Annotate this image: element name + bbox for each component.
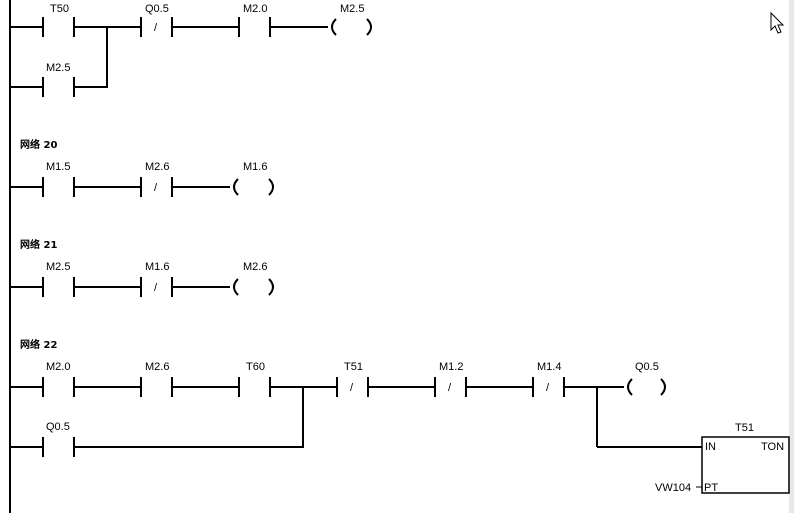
coil-address: Q0.5: [635, 361, 659, 373]
timer-type: TON: [761, 441, 784, 453]
coil-address: M1.6: [243, 161, 267, 173]
contact-address: T60: [246, 361, 265, 373]
coil-address: M2.5: [340, 3, 364, 15]
nc-slash: /: [154, 22, 158, 34]
timer-t51-ton[interactable]: T51 IN TON PT VW104: [655, 422, 790, 494]
network-20: 网络 20 M1.5 / M2.6 M1.6: [10, 138, 274, 197]
contact-m2-6-nc[interactable]: / M2.6: [140, 161, 173, 197]
contact-address: M1.6: [145, 261, 169, 273]
contact-m2-5-branch[interactable]: M2.5: [42, 62, 75, 97]
nc-slash: /: [154, 282, 158, 294]
coil-m1-6[interactable]: M1.6: [233, 161, 274, 196]
contact-m2-0[interactable]: M2.0: [42, 361, 75, 397]
contact-m1-5[interactable]: M1.5: [42, 161, 75, 197]
editor-right-edge[interactable]: [789, 0, 794, 513]
contact-address: M1.2: [439, 361, 463, 373]
contact-address: M2.5: [46, 62, 70, 74]
contact-address: T51: [344, 361, 363, 373]
contact-address: Q0.5: [145, 3, 169, 15]
timer-preset-value[interactable]: VW104: [655, 482, 691, 494]
contact-address: M1.4: [537, 361, 561, 373]
contact-address: M2.0: [46, 361, 70, 373]
contact-address: M2.6: [145, 161, 169, 173]
contact-t60[interactable]: T60: [238, 361, 271, 397]
network-19: T50 M2.5 / Q0.5 M2.0 M2.5: [10, 3, 372, 97]
coil-q0-5[interactable]: Q0.5: [627, 361, 666, 396]
contact-m2-0[interactable]: M2.0: [238, 3, 271, 37]
network-22: 网络 22 M2.0 M2.6 T60: [10, 338, 790, 494]
network-21: 网络 21 M2.5 / M1.6 M2.6: [10, 238, 274, 297]
nc-slash: /: [546, 382, 550, 394]
arrow-cursor-icon: [770, 11, 785, 34]
contact-address: M2.5: [46, 261, 70, 273]
contact-address: M1.5: [46, 161, 70, 173]
network-title: 网络 22: [20, 338, 57, 351]
contact-address: T50: [50, 3, 69, 15]
contact-m2-6[interactable]: M2.6: [140, 361, 173, 397]
contact-m1-4-nc[interactable]: / M1.4: [532, 361, 565, 397]
nc-slash: /: [350, 382, 354, 394]
timer-in-label: IN: [705, 441, 716, 453]
coil-m2-5[interactable]: M2.5: [331, 3, 372, 36]
contact-m1-2-nc[interactable]: / M1.2: [434, 361, 467, 397]
coil-m2-6[interactable]: M2.6: [233, 261, 274, 296]
nc-slash: /: [154, 182, 158, 194]
contact-m2-5[interactable]: M2.5: [42, 261, 75, 297]
contact-t50[interactable]: T50: [42, 3, 75, 37]
contact-t51-nc[interactable]: / T51: [336, 361, 369, 397]
network-title: 网络 21: [20, 238, 57, 251]
nc-slash: /: [448, 382, 452, 394]
contact-q0-5-nc[interactable]: / Q0.5: [140, 3, 173, 37]
coil-address: M2.6: [243, 261, 267, 273]
contact-m1-6-nc[interactable]: / M1.6: [140, 261, 173, 297]
contact-q0-5-branch[interactable]: Q0.5: [42, 421, 75, 457]
timer-pt-label: PT: [704, 482, 718, 494]
contact-address: M2.0: [243, 3, 267, 15]
contact-address: Q0.5: [46, 421, 70, 433]
timer-name: T51: [735, 422, 754, 434]
contact-address: M2.6: [145, 361, 169, 373]
network-title: 网络 20: [20, 138, 57, 151]
